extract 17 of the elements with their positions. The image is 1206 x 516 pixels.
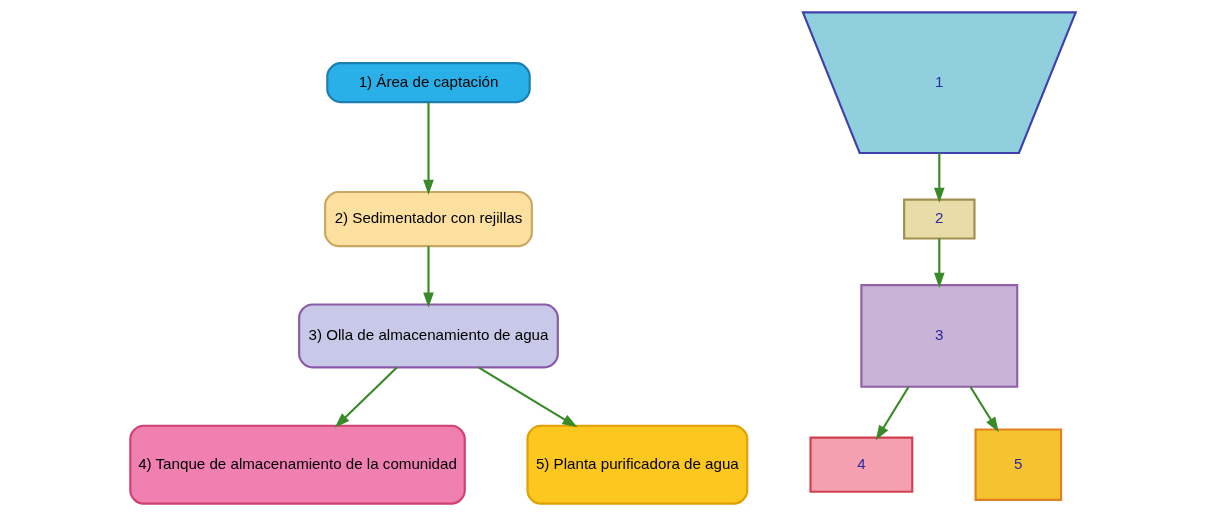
node-box: 5 [974,428,1063,501]
arrow [334,366,398,428]
arrow [934,153,945,203]
arrow [934,238,945,289]
arrow [423,246,434,308]
node-box: 3 [860,284,1019,388]
arrow [875,386,910,441]
node-box: 1) Área de captación [326,62,531,104]
arrow [969,386,999,433]
node-box: 5) Planta purificadora de agua [526,424,749,505]
arrow [477,366,578,428]
node-box: 4 [809,436,914,493]
node-box: 2) Sedimentador con rejillas [324,190,533,248]
arrow [423,102,434,195]
node-box: 4) Tanque de almacenamiento de la comunidad [129,424,466,505]
node-box: 2 [903,198,976,240]
node-box: 3) Olla de almacenamiento de agua [298,303,559,369]
